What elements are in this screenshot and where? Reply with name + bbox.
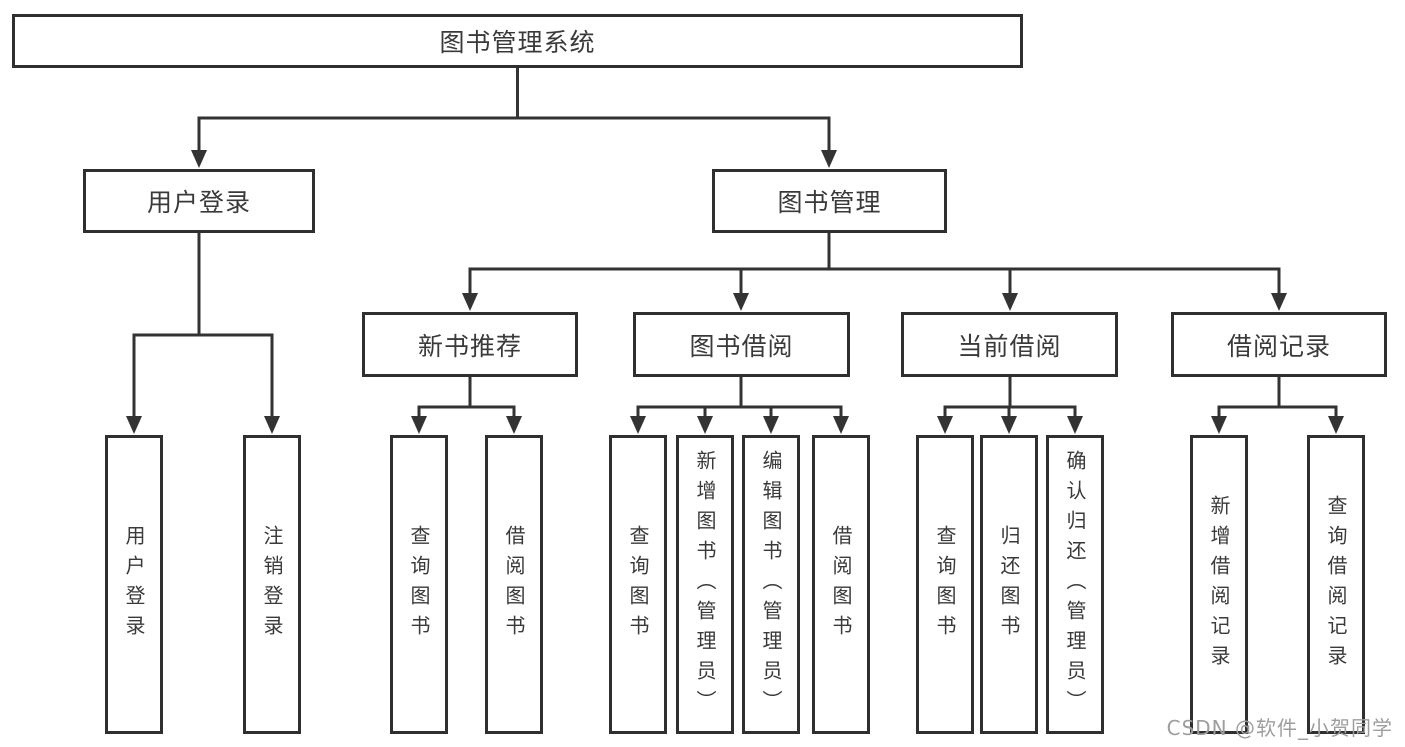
node-current-borrow: 当前借阅	[901, 312, 1118, 377]
leaf-logout: 注销登录	[243, 435, 301, 734]
node-user-login-group-label: 用户登录	[146, 188, 251, 217]
leaf-borrow-books: 借阅图书	[812, 435, 870, 734]
node-book-management: 图书管理	[712, 169, 947, 233]
leaf-query-borrow-record: 查询借阅记录	[1307, 435, 1365, 734]
node-new-book-recommend-label: 新书推荐	[417, 331, 522, 361]
leaf-edit-books-admin: 编辑图书（管理员）	[742, 435, 800, 734]
leaf-recommend-query-books: 查询图书	[390, 435, 448, 734]
leaf-recommend-query-books-label: 查询图书	[407, 524, 431, 645]
node-book-borrow: 图书借阅	[633, 312, 850, 377]
leaf-add-borrow-record-label: 新增借阅记录	[1207, 494, 1231, 675]
node-root-label: 图书管理系统	[439, 28, 596, 57]
leaf-return-books: 归还图书	[980, 435, 1038, 734]
node-book-management-label: 图书管理	[777, 188, 882, 217]
leaf-confirm-return-admin: 确认归还（管理员）	[1046, 435, 1104, 734]
node-borrow-records-label: 借阅记录	[1226, 331, 1331, 361]
leaf-current-query-books: 查询图书	[916, 435, 974, 734]
leaf-query-borrow-record-label: 查询借阅记录	[1324, 494, 1348, 675]
node-current-borrow-label: 当前借阅	[957, 331, 1062, 361]
node-user-login-group: 用户登录	[83, 169, 315, 233]
leaf-add-books-admin-label: 新增图书（管理员）	[693, 449, 717, 720]
node-book-borrow-label: 图书借阅	[689, 331, 794, 361]
tree-branch-lines	[132, 68, 1338, 418]
leaf-user-login-label: 用户登录	[122, 524, 146, 645]
leaf-user-login: 用户登录	[105, 435, 163, 734]
leaf-confirm-return-admin-label: 确认归还（管理员）	[1063, 449, 1087, 720]
leaf-borrow-books-label: 借阅图书	[829, 524, 853, 645]
csdn-watermark: CSDN @软件_小贺同学	[1166, 716, 1393, 740]
leaf-edit-books-admin-label: 编辑图书（管理员）	[759, 449, 783, 720]
leaf-add-books-admin: 新增图书（管理员）	[676, 435, 734, 734]
leaf-recommend-borrow-books-label: 借阅图书	[502, 524, 526, 645]
leaf-current-query-books-label: 查询图书	[933, 524, 957, 645]
arrow-down-icons	[126, 150, 1344, 434]
node-new-book-recommend: 新书推荐	[362, 312, 578, 377]
leaf-borrow-query-books-label: 查询图书	[626, 524, 650, 645]
leaf-add-borrow-record: 新增借阅记录	[1190, 435, 1248, 734]
leaf-borrow-query-books: 查询图书	[609, 435, 667, 734]
leaf-return-books-label: 归还图书	[997, 524, 1021, 645]
leaf-logout-label: 注销登录	[260, 524, 284, 645]
node-root: 图书管理系统	[12, 14, 1023, 68]
node-borrow-records: 借阅记录	[1171, 312, 1387, 377]
leaf-recommend-borrow-books: 借阅图书	[485, 435, 543, 734]
